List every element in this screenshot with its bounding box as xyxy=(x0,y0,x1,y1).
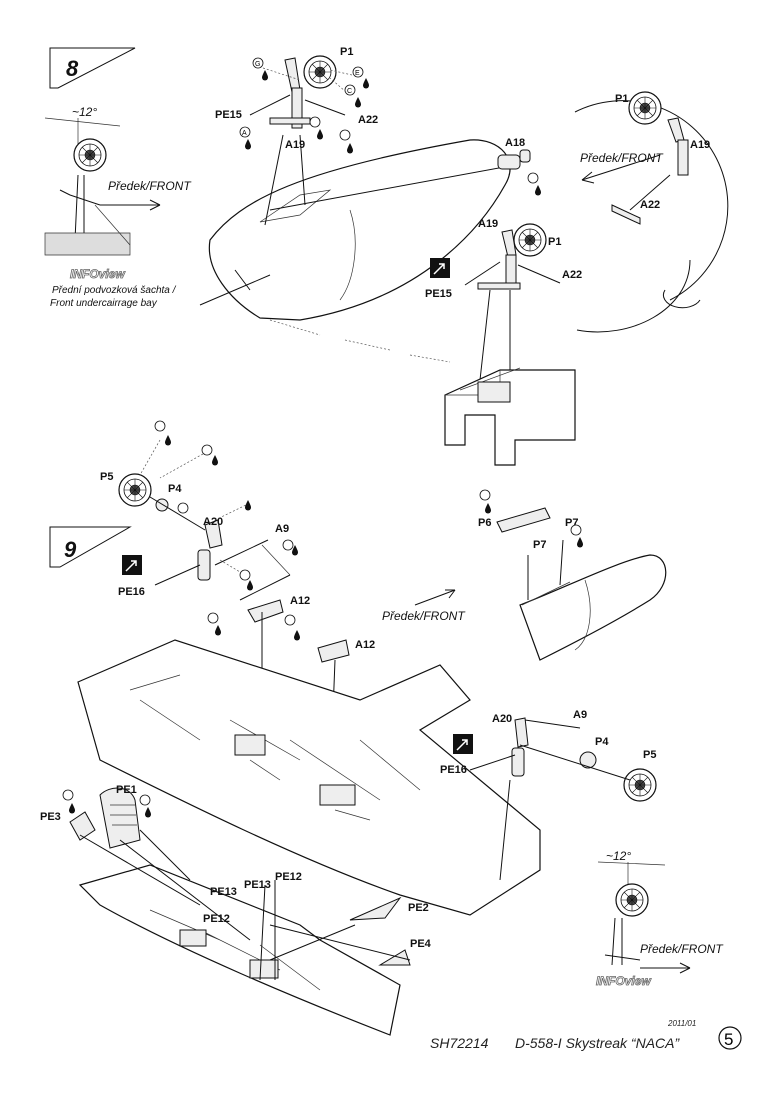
label-A19-top: A19 xyxy=(285,139,305,151)
paint-callouts-top: G E C A xyxy=(239,57,541,196)
label-A9-left: A9 xyxy=(275,523,289,535)
label-P1-right: P1 xyxy=(548,236,561,248)
label-PE1: PE1 xyxy=(116,784,137,796)
paint-code-G: G xyxy=(255,61,260,68)
label-P7-bottom: P7 xyxy=(533,539,546,551)
angle-label-bottom: ~12° xyxy=(606,849,631,863)
label-P5-left: P5 xyxy=(100,471,113,483)
footer: 2011/01 SH72214 D-558-I Skystreak “NACA”… xyxy=(430,1019,742,1051)
label-A20-left: A20 xyxy=(203,516,223,528)
label-PE2: PE2 xyxy=(408,902,429,914)
front-label-1: Předek/FRONT xyxy=(108,179,192,193)
A18-part xyxy=(497,149,531,170)
label-PE16-right: PE16 xyxy=(440,764,467,776)
paint-code-A: A xyxy=(242,130,247,137)
page-number-circle xyxy=(718,1026,742,1050)
footer-date: 2011/01 xyxy=(667,1019,696,1028)
main-gear-assembly-right: A20 A9 P4 P5 PE16 xyxy=(440,709,657,881)
front-label-4: Předek/FRONT xyxy=(640,942,724,956)
step-8-number: 8 xyxy=(66,56,79,81)
photo-etch-icon-2 xyxy=(121,554,143,576)
nose-gear-assembly-top: P1 PE15 A19 A22 A18 xyxy=(215,46,525,226)
label-P1-top: P1 xyxy=(340,46,353,58)
footer-title: D-558-I Skystreak “NACA” xyxy=(515,1035,680,1051)
detail-circle: P1 A19 A22 Předek/FRONT xyxy=(574,91,729,333)
step-9-header: 9 xyxy=(49,526,132,568)
front-label-2: Předek/FRONT xyxy=(580,151,664,165)
wing-lower-panel xyxy=(77,639,541,916)
front-label-3: Předek/FRONT xyxy=(382,609,466,623)
wing-upper-panel xyxy=(78,864,401,1036)
label-A22-top: A22 xyxy=(358,114,378,126)
label-PE3: PE3 xyxy=(40,811,61,823)
infoview-logo-bottom: INFOview xyxy=(596,974,651,988)
main-gear-assembly-left: P5 P4 A20 A9 PE16 xyxy=(100,420,300,641)
label-PE15-right: PE15 xyxy=(425,288,452,300)
photo-etch-icon-3 xyxy=(452,733,474,755)
A12-doors: A12 A12 xyxy=(239,574,375,791)
inset-angle-view-bottom: ~12° INFOview Předek/FRONT xyxy=(596,849,725,988)
nose-gear-assembly-right: A19 P1 A22 PE15 xyxy=(425,218,582,381)
label-PE15-top: PE15 xyxy=(215,109,242,121)
angle-label-top: ~12° xyxy=(72,105,97,119)
photo-etch-icon-1 xyxy=(429,257,451,279)
step-9-number: 9 xyxy=(64,537,77,562)
label-PE12-left: PE12 xyxy=(203,913,230,925)
main-wheel-icon-right xyxy=(623,768,657,802)
label-P4-right: P4 xyxy=(595,736,609,748)
main-wheel-icon-left xyxy=(118,473,152,507)
front-arrow-1: Předek/FRONT xyxy=(100,179,192,211)
label-PE4: PE4 xyxy=(410,938,432,950)
bay-caption-line1: Přední podvozková šachta / xyxy=(52,285,177,296)
label-A9-right: A9 xyxy=(573,709,587,721)
label-A22-right: A22 xyxy=(562,269,582,281)
photo-etch-parts: PE1 PE3 PE13 PE12 PE13 PE12 PE2 PE4 xyxy=(40,784,432,981)
infoview-logo-top: INFOview xyxy=(70,267,125,281)
paint-code-C: C xyxy=(347,88,352,95)
label-P6: P6 xyxy=(478,517,491,529)
label-P1-detail: P1 xyxy=(615,93,628,105)
label-PE13-left: PE13 xyxy=(210,886,237,898)
front-arrow-3: Předek/FRONT xyxy=(382,589,466,623)
label-P5-right: P5 xyxy=(643,749,656,761)
fuselage-nose-step9: P6 P7 P7 xyxy=(478,489,667,661)
step-8-header: 8 xyxy=(49,47,136,89)
label-PE13-right: PE13 xyxy=(244,879,271,891)
page-number: 5 xyxy=(724,1030,733,1049)
wheel-bay-box xyxy=(444,367,576,466)
label-A19-detail: A19 xyxy=(690,139,710,151)
label-A18: A18 xyxy=(505,137,525,149)
label-PE12-right: PE12 xyxy=(275,871,302,883)
label-PE16-left: PE16 xyxy=(118,586,145,598)
label-A12-left: A12 xyxy=(290,595,310,607)
label-A19-right: A19 xyxy=(478,218,498,230)
footer-code: SH72214 xyxy=(430,1035,489,1051)
label-A22-detail: A22 xyxy=(640,199,660,211)
nose-wheel-icon xyxy=(73,138,107,172)
bay-caption-line2: Front undercairrage bay xyxy=(50,298,158,309)
inset-angle-view-top: ~12° INFOview Přední podvozková šachta /… xyxy=(44,105,177,309)
label-A20-right: A20 xyxy=(492,713,512,725)
label-P4-left: P4 xyxy=(168,483,182,495)
label-A12-right: A12 xyxy=(355,639,375,651)
nose-fuselage xyxy=(199,139,511,363)
paint-code-E: E xyxy=(355,70,360,77)
